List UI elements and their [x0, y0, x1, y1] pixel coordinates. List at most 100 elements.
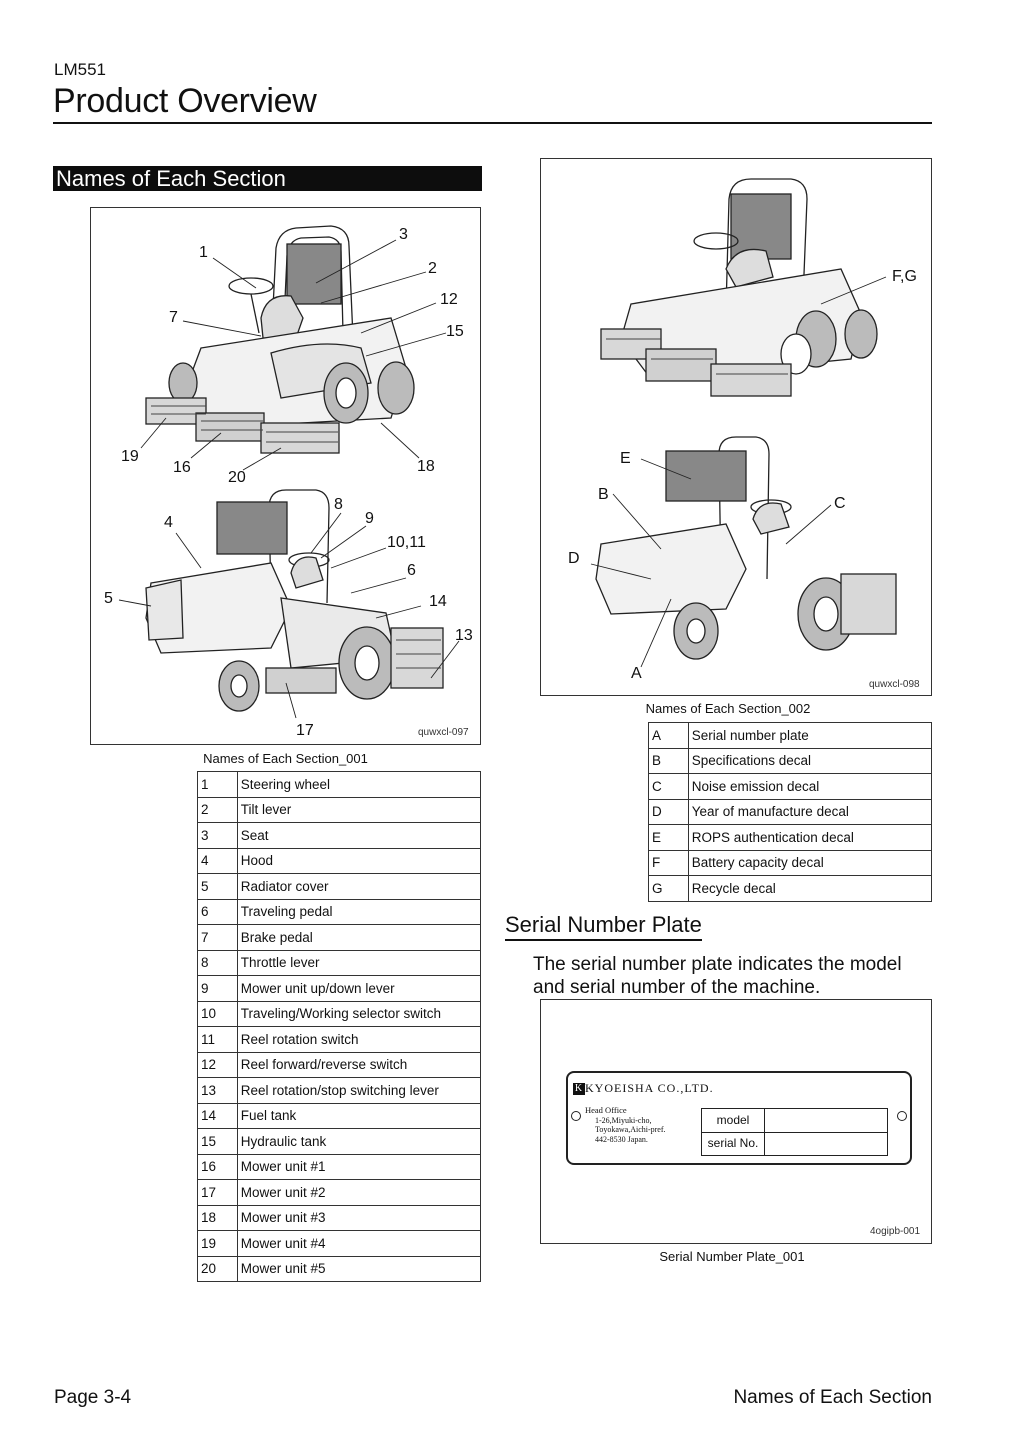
row-number: 8	[197, 949, 238, 976]
callout-3: 3	[399, 226, 408, 243]
row-number: F	[648, 849, 689, 876]
row-name: Throttle lever	[236, 949, 482, 976]
figure-caption-002: Names of Each Section_002	[645, 701, 811, 716]
row-number: 12	[197, 1051, 238, 1078]
row-name: Reel forward/reverse switch	[236, 1051, 482, 1078]
serial-plate-description: The serial number plate indicates the mo…	[533, 954, 902, 998]
mower-illustration-001	[118, 225, 460, 719]
callout-17: 17	[296, 722, 314, 739]
row-number: G	[648, 875, 689, 902]
row-name: Battery capacity decal	[687, 849, 933, 876]
row-number: C	[648, 773, 689, 800]
kyoeisha-logo-icon: K	[573, 1083, 585, 1096]
callout-20: 20	[228, 469, 246, 486]
row-name: Reel rotation switch	[236, 1026, 482, 1053]
row-name: Serial number plate	[687, 722, 933, 749]
row-number: A	[648, 722, 689, 749]
callout-8: 8	[334, 496, 343, 513]
row-name: Brake pedal	[236, 924, 482, 951]
callout-12: 12	[440, 291, 458, 308]
row-number: 17	[197, 1179, 238, 1206]
row-number: 16	[197, 1153, 238, 1180]
callout-1: 1	[199, 244, 208, 261]
model-label: model	[702, 1109, 765, 1133]
figure-code: quwxcl-098	[869, 679, 920, 690]
row-number: E	[648, 824, 689, 851]
row-name: Tilt lever	[236, 796, 482, 823]
callout-16: 16	[173, 459, 191, 476]
row-name: Year of manufacture decal	[687, 798, 933, 825]
mower-illustration-002	[590, 178, 897, 668]
callout-10-11: 10,11	[387, 534, 426, 551]
row-number: 6	[197, 898, 238, 925]
callout-b: B	[598, 486, 609, 503]
row-name: Fuel tank	[236, 1102, 482, 1129]
row-name: Steering wheel	[236, 771, 482, 798]
serial-plate-heading: Serial Number Plate	[505, 912, 702, 941]
row-name: Mower unit #2	[236, 1179, 482, 1206]
callout-14: 14	[429, 593, 447, 610]
model-number: LM551	[54, 60, 106, 79]
row-name: Traveling pedal	[236, 898, 482, 925]
callout-a: A	[631, 665, 642, 682]
page-number: Page 3-4	[54, 1387, 132, 1408]
row-number: 4	[197, 847, 238, 874]
row-number: 14	[197, 1102, 238, 1129]
callout-d: D	[568, 550, 580, 567]
row-number: 5	[197, 873, 238, 900]
callout-13: 13	[455, 627, 473, 644]
row-name: Recycle decal	[687, 875, 933, 902]
section-heading: Names of Each Section	[53, 166, 482, 191]
figure-caption-001: Names of Each Section_001	[203, 751, 368, 766]
callout-7: 7	[169, 309, 178, 326]
callout-6: 6	[407, 562, 416, 579]
row-name: Mower unit #1	[236, 1153, 482, 1180]
row-name: Reel rotation/stop switching lever	[236, 1077, 482, 1104]
row-number: 11	[197, 1026, 238, 1053]
row-number: 7	[197, 924, 238, 951]
row-number: 13	[197, 1077, 238, 1104]
callout-5: 5	[104, 590, 113, 607]
figure-code: quwxcl-097	[418, 727, 469, 738]
row-name: Hood	[236, 847, 482, 874]
model-value	[764, 1109, 887, 1133]
row-name: Hydraulic tank	[236, 1128, 482, 1155]
figure-decal-locations: F,G E B C D A quwxcl-098	[540, 158, 932, 696]
callout-19: 19	[121, 448, 139, 465]
row-number: 3	[197, 822, 238, 849]
figure-caption-serial-plate: Serial Number Plate_001	[659, 1249, 805, 1264]
callout-2: 2	[428, 260, 437, 277]
figure-mower-overview: 1 2 3 7 12 15 19 16 20 18 4 8 9 10,11 6 …	[90, 207, 481, 745]
row-number: 20	[197, 1255, 238, 1282]
row-number: 1	[197, 771, 238, 798]
callout-4: 4	[164, 514, 173, 531]
row-number: 9	[197, 975, 238, 1002]
page-title: Product Overview	[53, 82, 317, 120]
callout-9: 9	[365, 510, 374, 527]
row-number: D	[648, 798, 689, 825]
row-name: Mower unit #5	[236, 1255, 482, 1282]
row-number: 19	[197, 1230, 238, 1257]
